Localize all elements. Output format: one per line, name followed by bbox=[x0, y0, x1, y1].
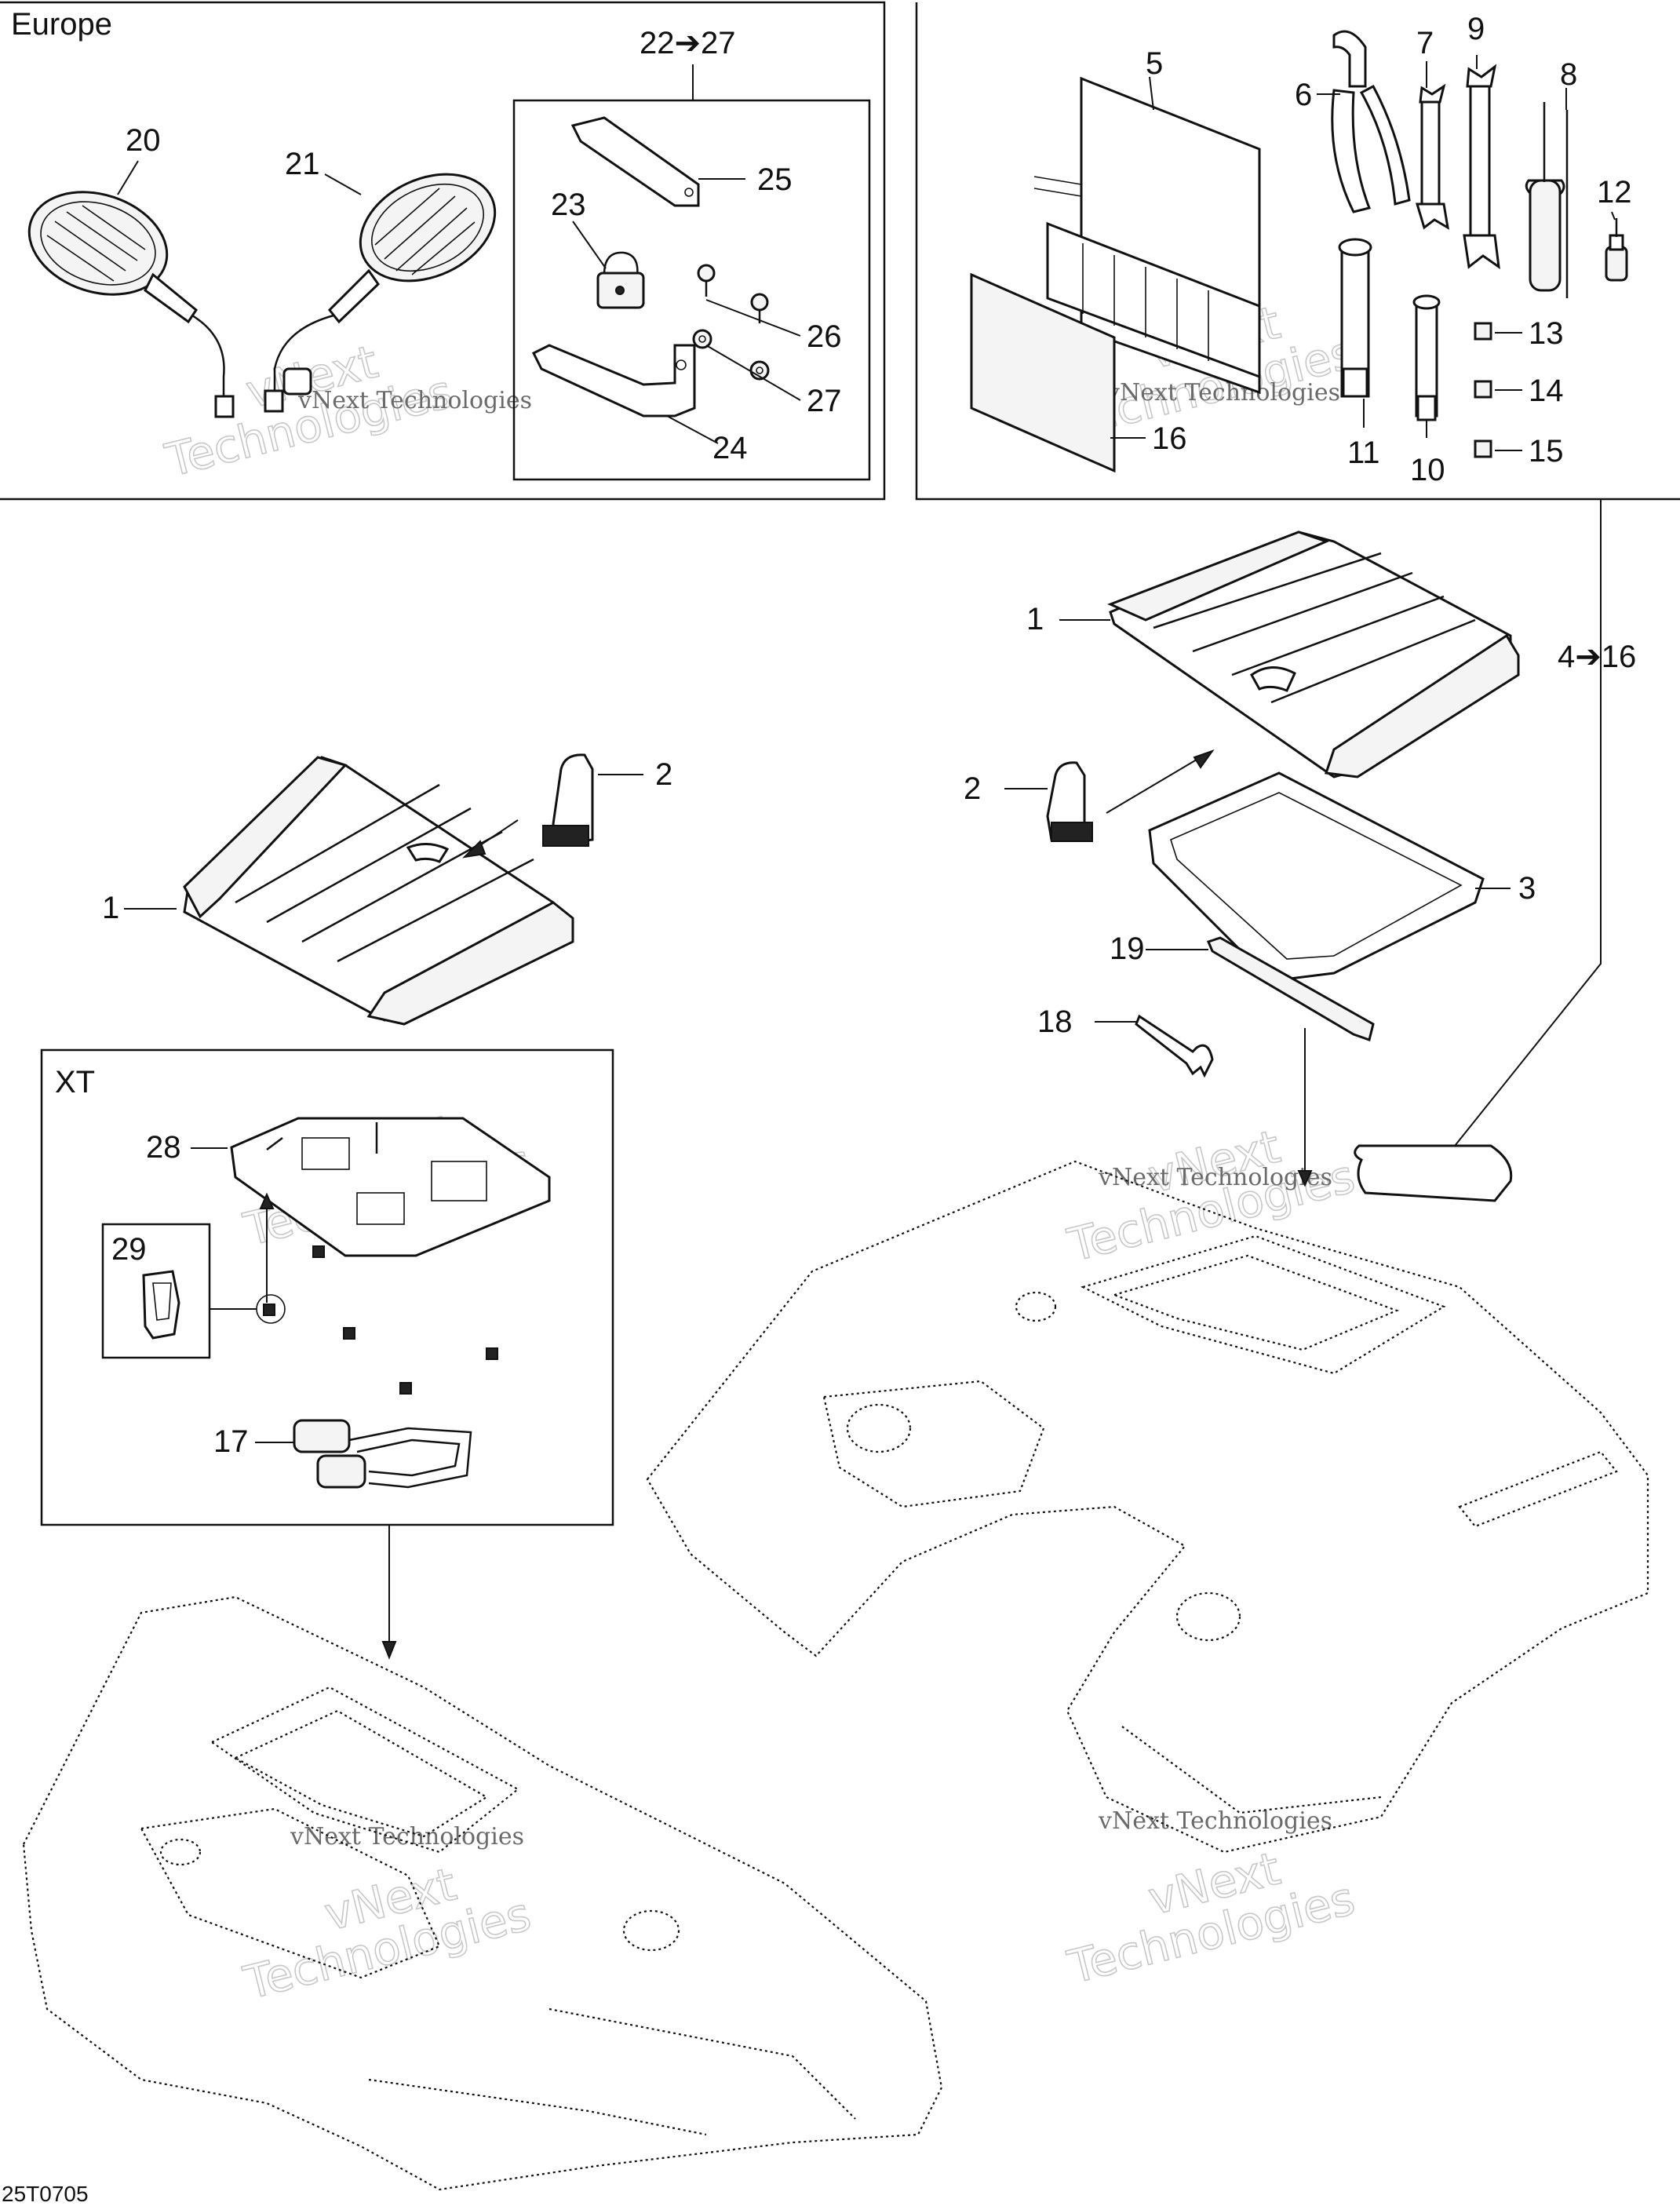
label-part-21: 21 bbox=[285, 147, 320, 181]
label-part-10: 10 bbox=[1410, 453, 1445, 487]
label-part-1-left: 1 bbox=[102, 891, 119, 925]
part-10-socket-tube bbox=[1412, 294, 1441, 421]
part-16-manual bbox=[970, 272, 1116, 473]
label-part-28: 28 bbox=[146, 1130, 181, 1165]
watermark-text: vNext Technologies bbox=[297, 387, 532, 414]
watermark-text: vNext Technologies bbox=[1098, 1807, 1332, 1835]
label-part-16: 16 bbox=[1152, 421, 1187, 456]
label-part-18: 18 bbox=[1037, 1005, 1073, 1039]
leader-lines bbox=[117, 55, 1616, 1443]
label-part-27: 27 bbox=[807, 384, 842, 418]
label-part-12: 12 bbox=[1597, 175, 1632, 210]
label-part-7: 7 bbox=[1416, 26, 1434, 60]
label-part-29: 29 bbox=[111, 1232, 147, 1267]
label-part-2-right: 2 bbox=[964, 771, 981, 806]
label-part-11: 11 bbox=[1347, 436, 1380, 470]
assembly-arrows bbox=[259, 749, 1313, 1660]
label-part-3: 3 bbox=[1518, 871, 1536, 906]
mirror-left bbox=[27, 191, 235, 418]
xt-section-frame bbox=[40, 1048, 614, 1526]
label-part-8: 8 bbox=[1560, 57, 1577, 92]
part-5-tool-bag bbox=[1033, 76, 1261, 395]
part-8-screwdriver bbox=[1525, 102, 1569, 298]
label-part-1-right: 1 bbox=[1026, 602, 1044, 636]
rear-fender-left bbox=[22, 1595, 943, 2191]
part-13-fuse bbox=[1474, 322, 1492, 341]
watermark-text: vNext Technologies bbox=[1106, 379, 1340, 407]
label-part-2-left: 2 bbox=[655, 757, 672, 792]
part-3-seal bbox=[1148, 771, 1485, 983]
part-9-wrench bbox=[1463, 64, 1500, 270]
label-part-6: 6 bbox=[1295, 78, 1312, 112]
watermark-text: vNext Technologies bbox=[290, 1823, 524, 1850]
label-part-23: 23 bbox=[551, 188, 586, 222]
figure-code: 25T0705 bbox=[2, 2182, 89, 2206]
range-label-4-16: 4➔16 bbox=[1558, 640, 1636, 674]
label-part-26: 26 bbox=[807, 319, 842, 354]
part-7-wrench bbox=[1415, 83, 1450, 230]
label-part-19: 19 bbox=[1110, 932, 1145, 966]
part-4-toolbag-roll bbox=[1354, 1144, 1513, 1202]
label-part-5: 5 bbox=[1146, 46, 1163, 81]
label-part-20: 20 bbox=[126, 123, 161, 158]
label-part-14: 14 bbox=[1529, 374, 1564, 408]
part-24-plate bbox=[531, 344, 696, 417]
part-25-bracket bbox=[570, 116, 700, 207]
mirror-right bbox=[264, 173, 497, 413]
part-27-nut bbox=[692, 329, 770, 381]
kit-22-27-frame bbox=[512, 99, 871, 481]
range-leader-4-16 bbox=[1435, 499, 1602, 1170]
part-6-pliers bbox=[1331, 30, 1411, 213]
label-part-9: 9 bbox=[1467, 12, 1485, 46]
part-2-latch-left bbox=[542, 753, 594, 847]
part-1-rack-left bbox=[183, 756, 574, 1026]
part-28-tray bbox=[230, 1117, 551, 1257]
label-part-13: 13 bbox=[1529, 316, 1564, 351]
part-29-clip bbox=[142, 1270, 180, 1340]
part-14-fuse bbox=[1474, 380, 1492, 399]
section-title-xt: XT bbox=[55, 1065, 95, 1099]
toolkit-section-frame bbox=[915, 2, 1680, 501]
europe-section-frame bbox=[0, 1, 886, 501]
part-23-padlock bbox=[596, 251, 645, 309]
range-label-22-27: 22➔27 bbox=[640, 26, 736, 60]
label-part-25: 25 bbox=[757, 162, 793, 197]
part-2-latch-right bbox=[1046, 761, 1093, 842]
part-11-socket-tube bbox=[1338, 238, 1372, 398]
part-29-box bbox=[101, 1223, 211, 1359]
clip-fasteners bbox=[263, 1245, 498, 1395]
label-part-15: 15 bbox=[1529, 434, 1564, 469]
part-26-bolt bbox=[697, 264, 769, 323]
label-part-24: 24 bbox=[712, 431, 748, 465]
part-18-spanner bbox=[1135, 1014, 1214, 1078]
section-title-europe: Europe bbox=[11, 7, 112, 42]
part-labels: 20 21 25 23 26 27 24 5 6 7 9 8 12 13 14 … bbox=[102, 12, 1632, 1459]
watermark-text: vNext Technologies bbox=[1098, 1164, 1332, 1191]
part-19-strap bbox=[1206, 936, 1375, 1041]
part-17-harness bbox=[293, 1419, 472, 1489]
part-12-bit-driver bbox=[1605, 218, 1628, 282]
rear-fender-right bbox=[646, 1160, 1649, 1854]
part-1-rack-right bbox=[1107, 531, 1520, 778]
label-part-17: 17 bbox=[213, 1424, 249, 1459]
part-15-fuse bbox=[1474, 439, 1492, 458]
